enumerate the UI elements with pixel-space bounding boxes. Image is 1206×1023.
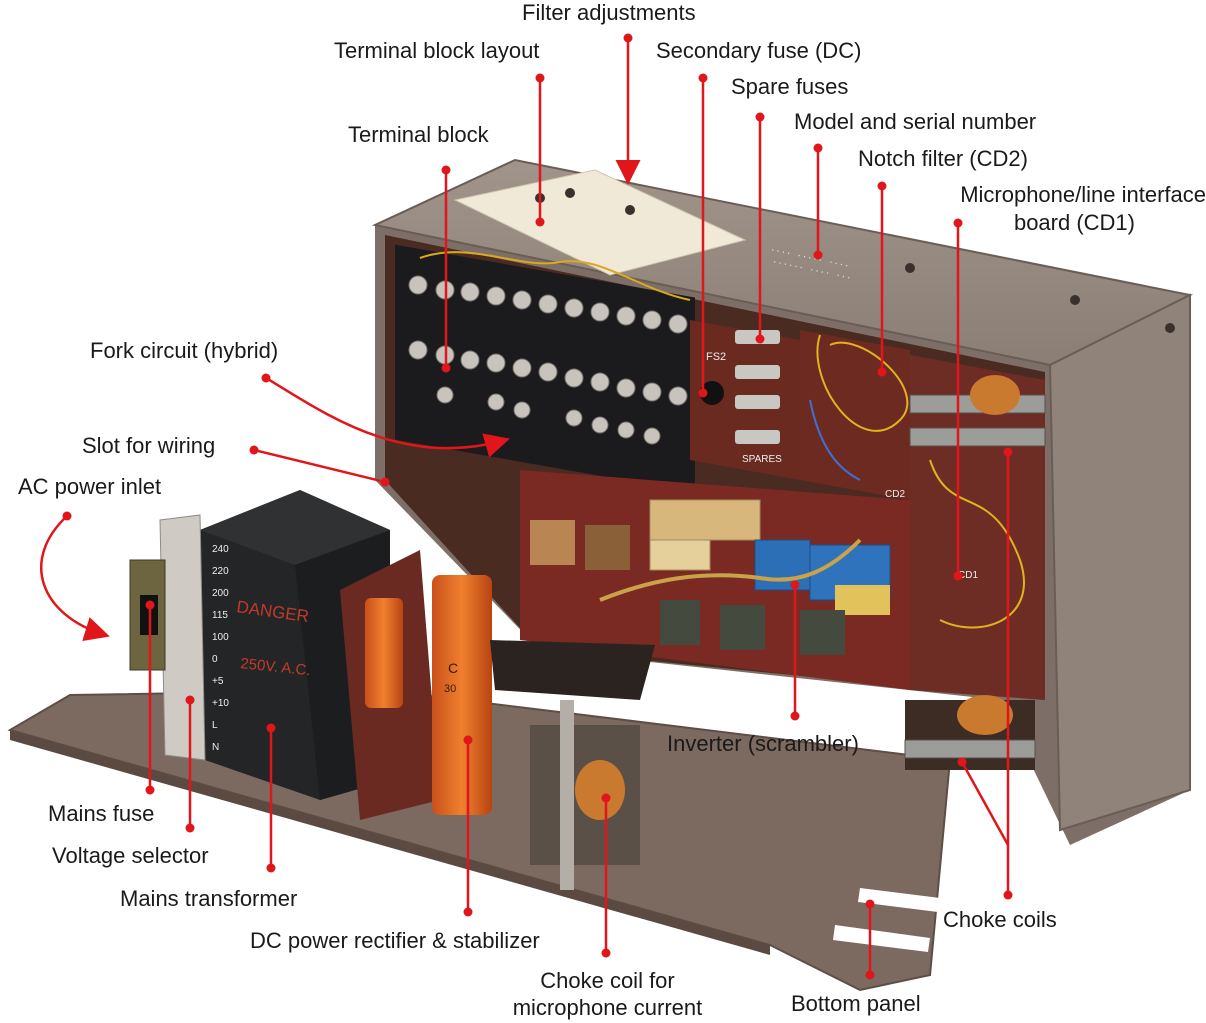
- label-filter-adjustments: Filter adjustments: [522, 0, 696, 25]
- label-mains-fuse: Mains fuse: [48, 801, 155, 826]
- selector-value-4: 100: [212, 632, 229, 643]
- label-dc-rectifier: DC power rectifier & stabilizer: [250, 928, 540, 953]
- terminal-block: [395, 244, 695, 493]
- ac-inlet-block: [129, 559, 166, 671]
- label-secondary-fuse: Secondary fuse (DC): [656, 38, 862, 63]
- label-inverter: Inverter (scrambler): [667, 731, 859, 756]
- label-mains-transformer: Mains transformer: [120, 886, 298, 911]
- selector-value-1: 220: [212, 566, 229, 577]
- label-terminal-block-layout: Terminal block layout: [334, 38, 540, 63]
- mic-line-board: CD1: [909, 355, 1046, 700]
- label-mic-line-board-1: Microphone/line interface: [960, 182, 1206, 207]
- selector-value-8: L: [212, 720, 218, 731]
- notch-filter-board: CD2: [800, 330, 910, 500]
- label-terminal-block: Terminal block: [348, 122, 489, 147]
- cap-30-marking: 30: [444, 683, 456, 695]
- label-choke-coils: Choke coils: [943, 907, 1057, 932]
- inverter-board: [520, 470, 910, 690]
- label-model-serial: Model and serial number: [794, 109, 1037, 134]
- main-capacitor: [432, 575, 492, 815]
- lower-choke-coil: [904, 695, 1036, 770]
- selector-value-6: +5: [212, 676, 224, 687]
- cap-c-marking: C: [448, 660, 458, 676]
- label-notch-filter: Notch filter (CD2): [858, 146, 1028, 171]
- label-choke-mic-1: Choke coil for: [540, 968, 675, 993]
- label-voltage-selector: Voltage selector: [52, 843, 209, 868]
- fs2-marking: FS2: [706, 351, 726, 363]
- label-bottom-panel: Bottom panel: [791, 991, 921, 1016]
- label-slot-wiring: Slot for wiring: [82, 433, 216, 458]
- selector-value-2: 200: [212, 588, 229, 599]
- spares-marking: SPARES: [742, 454, 782, 465]
- fuse-board: FS2 SPARES: [690, 320, 800, 480]
- selector-value-7: +10: [212, 698, 229, 709]
- label-spare-fuses: Spare fuses: [731, 74, 849, 99]
- selector-value-9: N: [212, 742, 219, 753]
- label-mic-line-board-2: board (CD1): [1013, 210, 1135, 235]
- label-choke-mic-2: microphone current: [512, 995, 703, 1020]
- cd2-marking: CD2: [885, 489, 905, 500]
- selector-value-0: 240: [212, 544, 229, 555]
- selector-value-3: 115: [212, 610, 228, 621]
- cd1-marking: CD1: [958, 570, 978, 581]
- selector-value-5: 0: [212, 654, 218, 665]
- label-fork-circuit: Fork circuit (hybrid): [90, 338, 279, 363]
- annotation-pointers: [40, 33, 1013, 980]
- rectifier-board: C 30: [340, 550, 655, 890]
- label-ac-inlet: AC power inlet: [18, 474, 162, 499]
